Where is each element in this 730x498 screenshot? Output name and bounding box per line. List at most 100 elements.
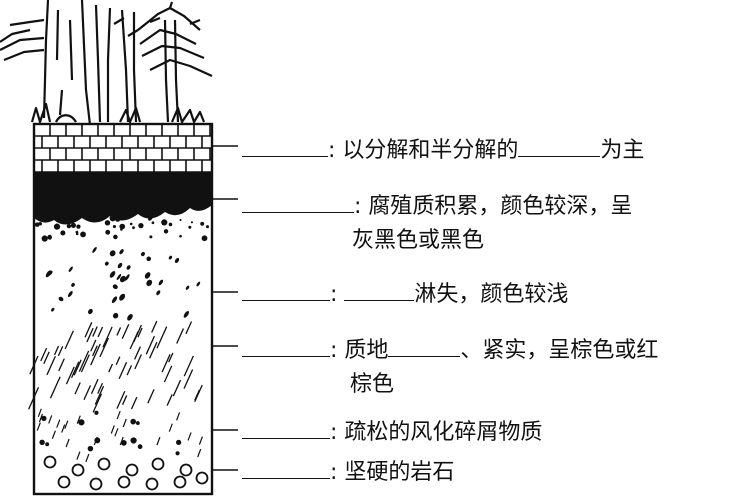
- weathered-stroke: [156, 436, 161, 446]
- hatch-stroke: [97, 326, 104, 338]
- layer-label-illuvial: : 质地、紧实，呈棕色或红: [242, 334, 658, 366]
- hatch-stroke: [137, 327, 143, 338]
- hatch-stroke: [74, 382, 81, 395]
- hatch-stroke: [172, 379, 182, 397]
- rock-fragment: [173, 475, 187, 489]
- answer-blank[interactable]: [518, 134, 601, 157]
- answer-blank[interactable]: [242, 278, 330, 301]
- weathered-stroke: [61, 424, 66, 433]
- eluvial-speck: [92, 246, 97, 253]
- weathered-stroke: [56, 419, 61, 428]
- hatch-stroke: [57, 346, 64, 357]
- hatch-stroke: [183, 355, 194, 377]
- hatch-stroke: [115, 356, 121, 366]
- hatch-stroke: [92, 393, 103, 413]
- humus-speck: [179, 218, 182, 222]
- weathered-stroke: [116, 410, 121, 420]
- hatch-stroke: [84, 322, 93, 338]
- weathered-stroke: [48, 415, 53, 424]
- humus-speck: [149, 235, 153, 239]
- eluvial-speck: [88, 308, 93, 315]
- hatch-stroke: [134, 354, 142, 370]
- hatch-stroke: [90, 343, 101, 366]
- eluvial-speck: [71, 283, 75, 287]
- hatch-stroke: [94, 385, 105, 405]
- humus-speck: [104, 220, 111, 226]
- eluvial-speck: [109, 271, 116, 278]
- eluvial-speck: [116, 274, 122, 280]
- eluvial-speck: [156, 290, 161, 296]
- hatch-stroke: [147, 389, 155, 404]
- humus-speck: [60, 230, 66, 236]
- eluvial-speck: [174, 257, 180, 264]
- answer-blank[interactable]: [242, 190, 354, 213]
- hatch-stroke: [40, 347, 48, 362]
- hatch-stroke: [134, 346, 141, 360]
- eluvial-speck: [146, 256, 152, 262]
- weathered-dot: [176, 439, 182, 446]
- humus-speck: [112, 224, 117, 229]
- hatch-stroke: [49, 376, 61, 399]
- weathered-stroke: [76, 451, 81, 460]
- hatch-stroke: [145, 335, 156, 355]
- hatch-stroke: [99, 337, 110, 358]
- weathered-stroke: [119, 436, 124, 446]
- weathered-dot: [94, 437, 101, 444]
- weathered-stroke: [65, 438, 70, 448]
- hatch-stroke: [183, 369, 194, 389]
- weathered-stroke: [38, 413, 43, 423]
- weathered-stroke: [197, 448, 202, 458]
- eluvial-speck: [109, 250, 116, 257]
- hatch-stroke: [90, 339, 97, 352]
- weathered-dot: [94, 410, 99, 415]
- weathered-stroke: [51, 430, 56, 439]
- hatch-stroke: [185, 321, 193, 335]
- rock-fragment: [43, 455, 57, 469]
- rock-fragment: [71, 463, 85, 477]
- eluvial-speck: [185, 285, 190, 290]
- weathered-stroke: [110, 425, 115, 434]
- hatch-stroke: [53, 345, 60, 356]
- humus-speck: [80, 231, 86, 238]
- answer-blank[interactable]: [242, 134, 328, 157]
- answer-blank[interactable]: [242, 416, 330, 439]
- hatch-stroke: [78, 350, 90, 372]
- humus-speck: [114, 216, 121, 222]
- weathered-stroke: [187, 432, 192, 441]
- answer-blank[interactable]: [388, 334, 461, 357]
- answer-blank[interactable]: [242, 334, 330, 357]
- hatch-stroke: [116, 390, 126, 409]
- humus-speck: [148, 217, 152, 221]
- eluvial-speck: [124, 274, 130, 281]
- hatch-stroke: [176, 328, 185, 344]
- eluvial-speck: [168, 255, 173, 260]
- humus-speck: [113, 234, 118, 240]
- humus-speck: [75, 232, 79, 236]
- eluvial-speck: [112, 312, 119, 319]
- illuvial-layer: [28, 320, 203, 413]
- eluvial-speck: [119, 293, 126, 301]
- hatch-stroke: [102, 326, 113, 348]
- hatch-stroke: [126, 365, 133, 376]
- layer-label-humus: : 腐殖质积累，颜色较深，呈: [242, 190, 632, 222]
- weathered-stroke: [198, 436, 203, 445]
- hatch-stroke: [118, 361, 128, 379]
- eluvial-speck: [111, 296, 118, 304]
- rock-fragment: [179, 463, 193, 477]
- eluvial-speck: [127, 314, 133, 321]
- weathered-stroke: [122, 418, 127, 428]
- humus-speck: [200, 221, 205, 226]
- answer-blank[interactable]: [344, 278, 415, 301]
- eluvial-speck: [119, 275, 126, 283]
- humus-speck: [168, 222, 173, 227]
- eluvial-speck: [126, 265, 131, 270]
- hatch-stroke: [168, 352, 174, 363]
- rock-fragment: [57, 475, 71, 489]
- humus-speck: [76, 224, 81, 229]
- eluvial-layer: [45, 246, 201, 321]
- weathered-dot: [41, 415, 47, 422]
- humus-speck: [48, 214, 53, 219]
- weathered-stroke: [168, 423, 173, 432]
- answer-blank[interactable]: [242, 456, 330, 479]
